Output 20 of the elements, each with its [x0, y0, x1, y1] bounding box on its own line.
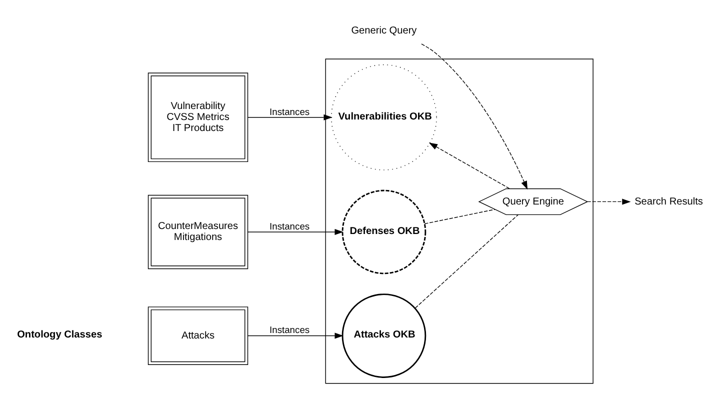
node-box: Vulnerability CVSS Metrics IT Products [148, 72, 248, 162]
edge-label: Instances [270, 220, 310, 231]
arrow [428, 142, 510, 189]
edge-label: Instances [270, 324, 310, 335]
edge-label: Instances [270, 106, 310, 116]
arrow [248, 114, 332, 120]
node-box: Attacks [148, 306, 248, 364]
node-text: Generic Query [351, 25, 417, 36]
node-circle: Attacks OKB [342, 293, 426, 378]
arrow [248, 332, 344, 338]
node-circle: Defenses OKB [342, 189, 426, 274]
cluster [325, 58, 594, 384]
node-text: Search Results [634, 196, 703, 207]
arrow [586, 198, 631, 204]
arrow [248, 228, 344, 234]
node-box: CounterMeasures Mitigations [148, 194, 248, 269]
label: Ontology Classes [17, 329, 102, 340]
connector [414, 214, 518, 308]
connector [424, 208, 496, 224]
arrow [421, 43, 528, 190]
